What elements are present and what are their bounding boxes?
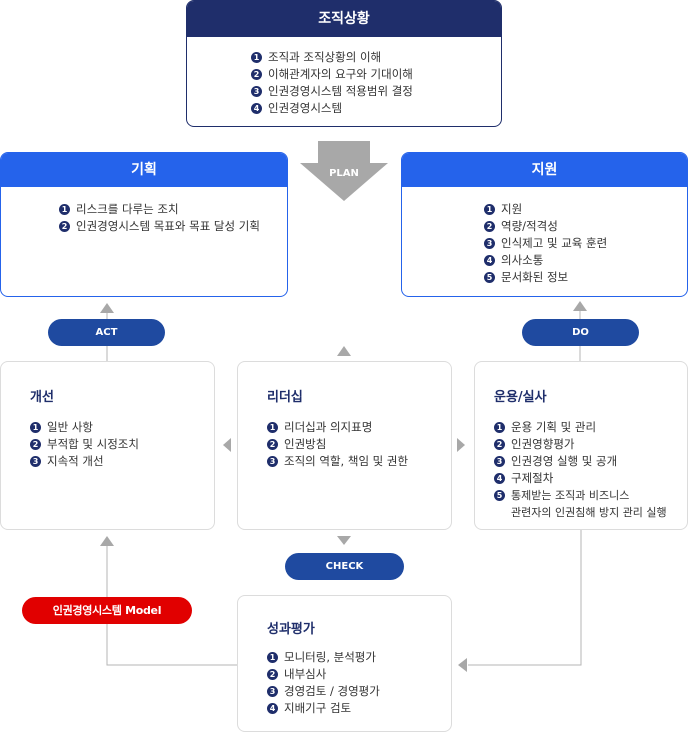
number-badge: 2 [494,439,505,450]
number-badge: 2 [267,439,278,450]
number-badge: 2 [251,69,262,80]
check-pill: CHECK [285,553,404,580]
number-badge: 4 [494,473,505,484]
evaluation-title: 성과평가 [267,622,315,637]
number-badge: 1 [267,422,278,433]
number-badge: 1 [267,652,278,663]
number-badge: 2 [30,439,41,450]
number-badge: 2 [484,221,495,232]
plan-arrow [300,141,388,201]
number-badge: 1 [494,422,505,433]
do-pill: DO [522,319,639,346]
number-badge: 3 [251,86,262,97]
number-badge: 1 [59,204,70,215]
number-badge: 4 [267,703,278,714]
arrow-up-to-support [573,301,587,311]
number-badge: 3 [30,456,41,467]
act-pill: ACT [48,319,165,346]
number-badge: 4 [251,103,262,114]
number-badge: 1 [251,52,262,63]
support-title: 지원 [402,153,687,187]
arrow-left-to-evaluation [458,658,467,672]
operation-title: 운용/실사 [494,390,547,405]
number-badge: 3 [267,686,278,697]
arrow-down-leadership [337,536,351,545]
plan-label: PLAN [329,168,359,179]
arrow-left-leadership [223,438,231,452]
arrow-up-leadership [337,346,351,356]
number-badge: 5 [494,490,505,501]
number-badge: 5 [484,272,495,283]
improvement-title: 개선 [30,390,54,405]
number-badge: 3 [494,456,505,467]
arrow-up-to-plan [100,303,114,313]
leadership-title: 리더십 [267,390,303,405]
model-pill: 인권경영시스템 Model [22,597,192,624]
number-badge: 2 [267,669,278,680]
arrow-right-leadership [457,438,465,452]
arrow-up-to-improvement [100,536,114,546]
number-badge: 2 [59,221,70,232]
context-title: 조직상황 [187,1,501,37]
plan-title: 기획 [1,153,287,187]
number-badge: 3 [484,238,495,249]
number-badge: 1 [30,422,41,433]
number-badge: 1 [484,204,495,215]
number-badge: 3 [267,456,278,467]
number-badge: 4 [484,255,495,266]
